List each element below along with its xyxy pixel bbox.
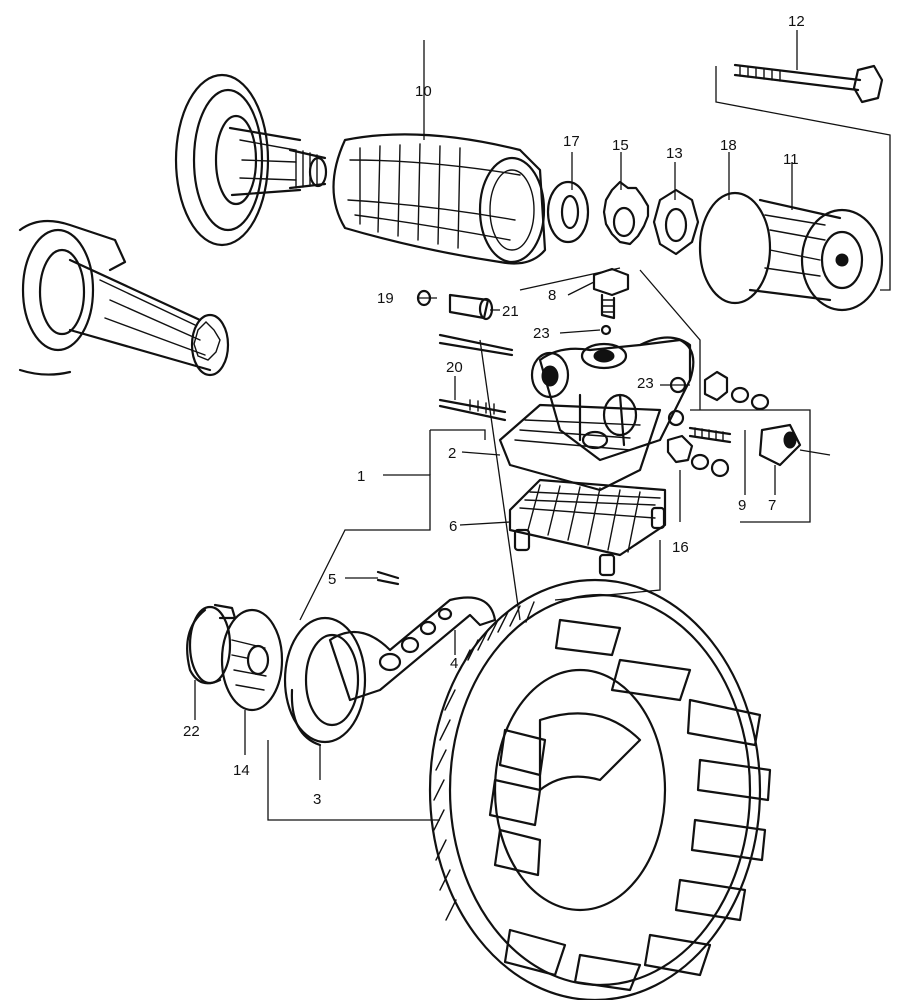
callout-15: 15: [612, 137, 629, 154]
banjo-bolt: [592, 267, 630, 320]
finned-sleeve: [332, 133, 547, 265]
callout-16: 16: [672, 539, 689, 556]
callout-2: 2: [448, 445, 456, 462]
relief-valve-parts: [666, 370, 831, 523]
callout-8: 8: [548, 287, 556, 304]
circlip: [186, 603, 237, 685]
callout-12: 12: [788, 13, 805, 30]
long-bolt: [715, 63, 891, 291]
callout-5: 5: [328, 571, 336, 588]
callout-1: 1: [357, 468, 365, 485]
kick-lever-arm: [328, 596, 497, 702]
leader-lines: [194, 30, 798, 821]
callout-labels: 10 12 17 15 13 18 11 8 19 21 23 20 23 2 …: [183, 13, 805, 808]
valve-plate: [498, 403, 662, 492]
callout-18: 18: [720, 137, 737, 154]
callout-20: 20: [446, 359, 463, 376]
callout-23-lower: 23: [637, 375, 654, 392]
callout-11: 11: [783, 151, 799, 168]
tab-lock-washer: [602, 180, 650, 246]
callout-19: 19: [377, 290, 394, 307]
callout-21: 21: [502, 303, 519, 320]
lock-nut: [652, 188, 700, 256]
valve-body: [530, 336, 695, 462]
callout-3: 3: [313, 791, 321, 808]
callout-4: 4: [450, 655, 458, 672]
callout-23-upper: 23: [533, 325, 550, 342]
thrust-washer: [220, 608, 284, 712]
callout-7: 7: [768, 497, 776, 514]
callout-17: 17: [563, 133, 580, 150]
spool-hub: [748, 198, 884, 312]
callout-9: 9: [738, 497, 746, 514]
clutch-outer-drum: [428, 578, 772, 1000]
dowel-pin: [376, 570, 400, 586]
callout-10: 10: [415, 83, 432, 100]
callout-22: 22: [183, 723, 200, 740]
callout-14: 14: [233, 762, 250, 779]
callout-13: 13: [666, 145, 683, 162]
left-shaft-assembly: [18, 219, 230, 377]
screen-filter: [508, 478, 667, 577]
callout-6: 6: [449, 518, 457, 535]
o-ring: [698, 191, 772, 305]
check-ball-upper: [600, 324, 612, 336]
washer: [546, 180, 590, 244]
clutch-hub-flange: [174, 73, 328, 247]
ring-boss: [283, 616, 367, 747]
